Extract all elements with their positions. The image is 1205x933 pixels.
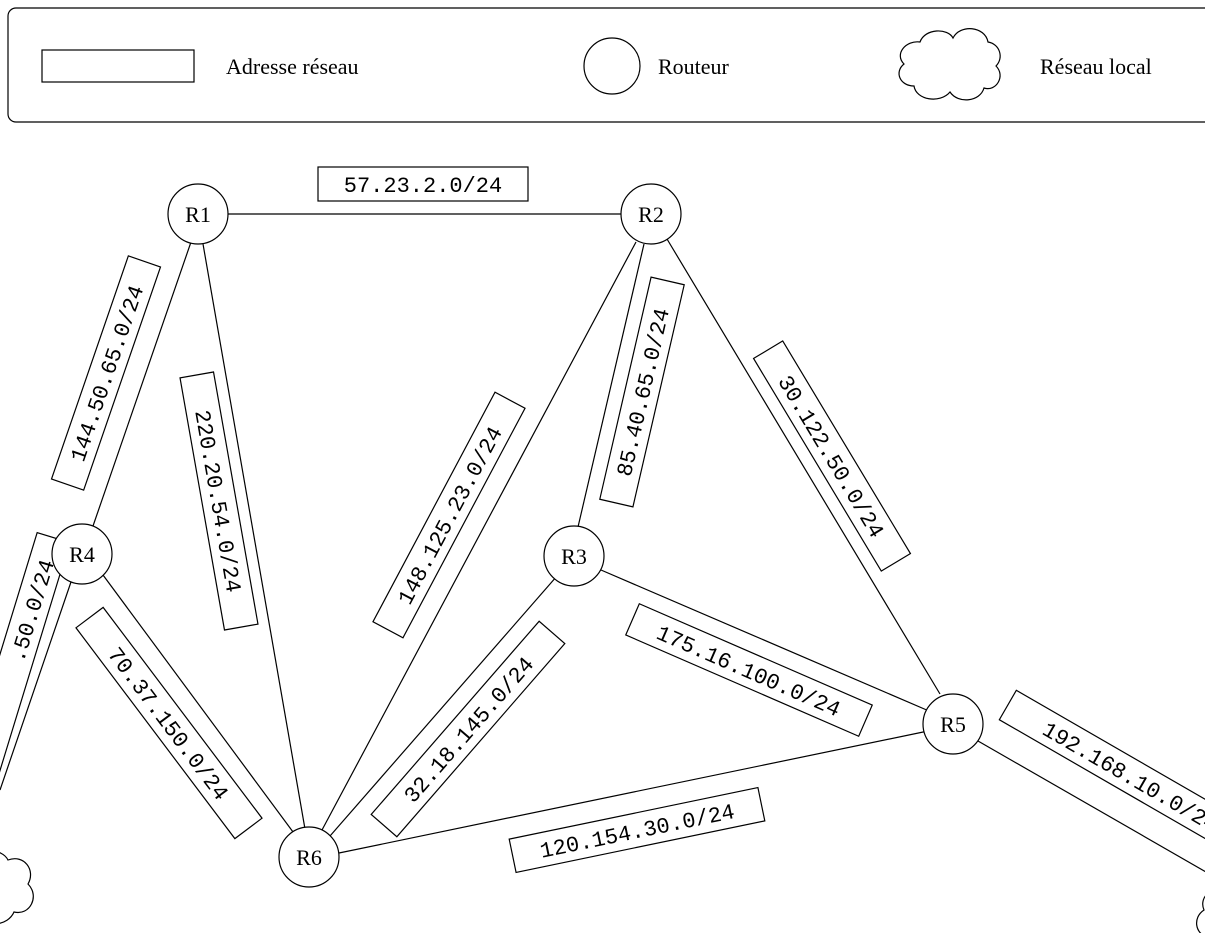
router-R4[interactable]: R4 <box>51 523 113 585</box>
legend-address-label: Adresse réseau <box>226 54 359 79</box>
address-box-30-122-50-0: 30.122.50.0/24 <box>752 340 912 572</box>
links-lines <box>0 213 1205 873</box>
routers: R1 R2 R3 R4 R5 R6 <box>51 183 984 888</box>
link-R2-R6-line <box>321 241 637 831</box>
router-R6[interactable]: R6 <box>278 826 340 888</box>
legend-lan-label: Réseau local <box>1040 54 1152 79</box>
address-box-85-40-65-0: 85.40.65.0/24 <box>599 276 685 508</box>
legend-address-swatch <box>41 49 195 83</box>
legend-router-label: Routeur <box>658 54 730 79</box>
address-box-57-23-2-0: 57.23.2.0/24 <box>317 166 529 202</box>
legend-frame <box>7 7 1205 123</box>
router-R2[interactable]: R2 <box>620 183 682 245</box>
router-R6-label: R6 <box>296 845 322 870</box>
link-R5-lan-right-line <box>977 740 1205 873</box>
router-R4-circle <box>51 523 113 585</box>
lan-left-cloud-icon <box>0 852 34 924</box>
address-label-R1-R4: 144.50.65.0/24 <box>66 282 150 465</box>
legend-router-swatch <box>583 37 641 95</box>
link-R6-R5-line <box>338 730 929 854</box>
address-box-148-125-23-0: 148.125.23.0/24 <box>372 391 526 639</box>
router-R5[interactable]: R5 <box>922 693 984 755</box>
router-R5-label: R5 <box>940 712 966 737</box>
router-R6-circle <box>278 826 340 888</box>
address-box-32-18-145-0: 32.18.145.0/24 <box>370 620 566 838</box>
router-R2-label: R2 <box>638 202 664 227</box>
address-label-R5-lan: 192.168.10.0/24 <box>1038 718 1205 839</box>
address-label-R1-R2: 57.23.2.0/24 <box>344 174 502 199</box>
router-R4-label: R4 <box>69 542 95 567</box>
address-label-R2-R5: 30.122.50.0/24 <box>772 372 889 543</box>
router-R3-circle <box>543 525 605 587</box>
address-label-R3-R5: 175.16.100.0/24 <box>652 621 844 723</box>
link-R1-R4-line <box>92 241 192 527</box>
router-R3[interactable]: R3 <box>543 525 605 587</box>
address-box-220-20-54-0: 220.20.54.0/24 <box>179 371 259 631</box>
link-R2-R3-line <box>577 243 645 528</box>
legend: Adresse réseau Routeur Réseau local <box>7 7 1205 123</box>
lan-right-cloud-icon <box>1196 895 1205 933</box>
router-R1-circle <box>167 183 229 245</box>
address-label-R2-R6: 148.125.23.0/24 <box>394 423 509 610</box>
router-R1-label: R1 <box>185 202 211 227</box>
link-R4-lan-left-line <box>0 578 73 791</box>
address-box-70-37-150-0: 70.37.150.0/24 <box>75 606 263 840</box>
link-R2-R5-line <box>666 238 941 695</box>
router-R1[interactable]: R1 <box>167 183 229 245</box>
router-R3-label: R3 <box>561 544 587 569</box>
address-box-120-154-30-0: 120.154.30.0/24 <box>508 786 766 874</box>
link-R1-R6-line <box>202 243 306 830</box>
router-R2-circle <box>620 183 682 245</box>
link-R3-R5-line <box>600 569 930 712</box>
address-box-175-16-100-0: 175.16.100.0/24 <box>624 602 874 738</box>
legend-lan-cloud-icon <box>898 28 1001 101</box>
link-R4-R6-line <box>102 574 297 837</box>
router-R5-circle <box>922 693 984 755</box>
address-box-192-168-10-0: 192.168.10.0/24 <box>998 689 1205 869</box>
address-box-144-50-65-0: 144.50.65.0/24 <box>50 255 162 491</box>
link-R3-R6-line <box>329 575 558 837</box>
